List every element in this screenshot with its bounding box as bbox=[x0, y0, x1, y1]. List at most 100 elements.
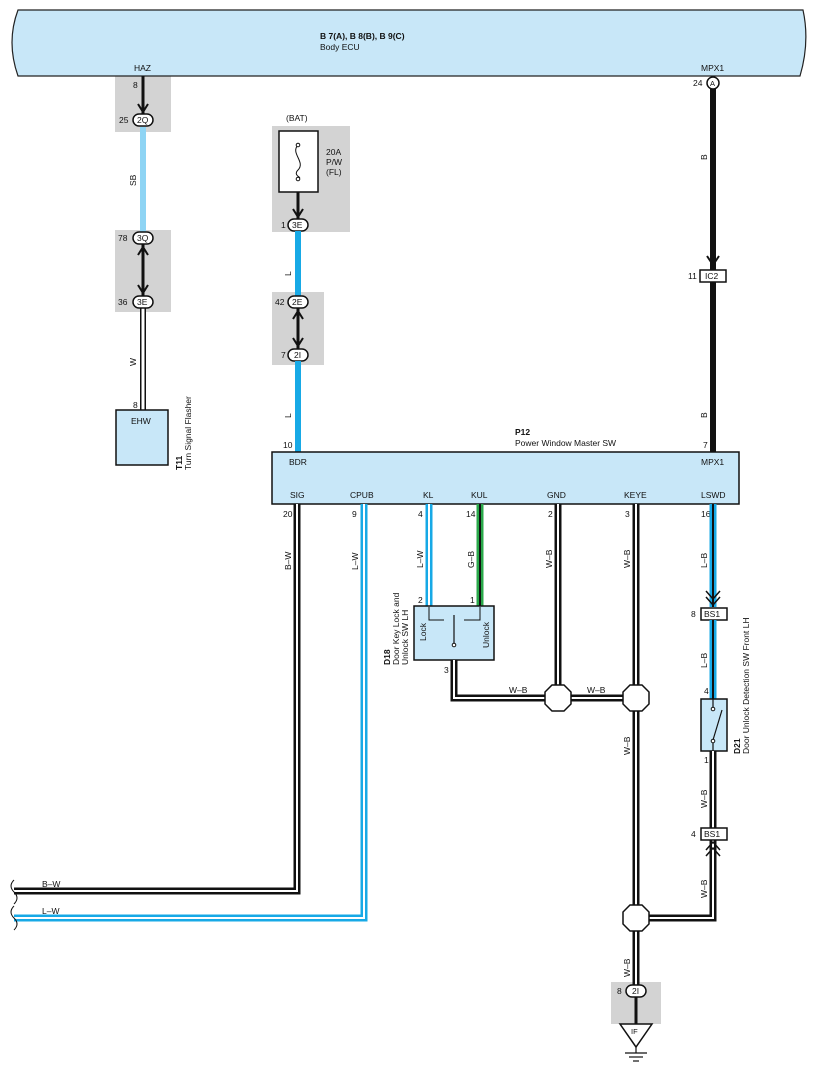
haz-circuit: 8 2Q 25 SB 3Q 78 3E 36 W 8 EHW T11 Turn … bbox=[115, 76, 193, 470]
mpx-wire1-label: B bbox=[699, 154, 709, 160]
body-ecu-name: Body ECU bbox=[320, 42, 360, 52]
detect-arrow-1 bbox=[705, 840, 721, 851]
bat-arrow bbox=[292, 208, 304, 219]
terminal-keye: KEYE bbox=[624, 490, 647, 500]
door-key-pivot bbox=[451, 642, 457, 648]
master-sw-name: Power Window Master SW bbox=[515, 438, 616, 448]
detect-arrow-2 bbox=[705, 846, 721, 857]
body-ecu-mpx1-label: MPX1 bbox=[701, 63, 724, 73]
junction-1 bbox=[544, 684, 572, 712]
flasher-box bbox=[115, 409, 169, 466]
haz-conn2 bbox=[132, 231, 154, 245]
detect-pin-bottom: 1 bbox=[704, 755, 709, 765]
bs1-conn-top-label: BS1 bbox=[704, 609, 720, 619]
master-sw-code: P12 bbox=[515, 427, 530, 437]
ground-symbol-icon bbox=[625, 1047, 647, 1062]
detect-sw-dot-bottom bbox=[710, 738, 716, 744]
bs1-conn-top-pin: 8 bbox=[691, 609, 696, 619]
bat-arrow-up bbox=[292, 309, 304, 320]
bat-conn3-pin: 7 bbox=[281, 350, 286, 360]
haz-wire2-label: W bbox=[128, 358, 138, 366]
bat-arrow-down bbox=[292, 337, 304, 348]
lswd-wire-label: L–B bbox=[699, 553, 709, 568]
fuse-name: P/W bbox=[326, 157, 342, 167]
sig-wire-label: B–W bbox=[283, 552, 293, 570]
body-ecu-haz-label: HAZ bbox=[134, 63, 151, 73]
door-key-pin-common: 3 bbox=[444, 665, 449, 675]
bat-conn1-pin: 1 bbox=[281, 220, 286, 230]
wb-d18-out-inner bbox=[453, 660, 558, 699]
detect-wire1-label: L–B bbox=[699, 653, 709, 668]
d21-return-outer bbox=[636, 840, 717, 922]
master-sw-mpx1: MPX1 bbox=[701, 457, 724, 467]
pin-keye: 3 bbox=[625, 509, 630, 519]
fuse-sub: (FL) bbox=[326, 167, 342, 177]
wave-break-bottom bbox=[10, 905, 18, 931]
detect-wire3-label: W–B bbox=[699, 879, 709, 898]
wb-d18-out-outer bbox=[450, 660, 558, 702]
bat-conn2-label: 2E bbox=[292, 297, 303, 307]
pin-kl: 4 bbox=[418, 509, 423, 519]
terminal-gnd: GND bbox=[547, 490, 566, 500]
flasher-pin: 8 bbox=[133, 400, 138, 410]
fuse-dot-bottom bbox=[295, 176, 301, 182]
terminal-kul: KUL bbox=[471, 490, 488, 500]
door-key-switch: L–W G–B 2 1 Lock Unlock D18 Door Key Loc… bbox=[382, 504, 495, 675]
master-switch: P12 Power Window Master SW BDR MPX1 SIG … bbox=[271, 427, 740, 519]
body-ecu-box bbox=[11, 9, 807, 77]
lswd-arrow-1 bbox=[705, 590, 721, 601]
door-key-lock-contact bbox=[428, 607, 444, 621]
pin-gnd: 2 bbox=[548, 509, 553, 519]
terminal-cpub: CPUB bbox=[350, 490, 374, 500]
ground-point-label: IF bbox=[631, 1027, 638, 1036]
mpx-circuit: A 24 B IC2 11 B 7 bbox=[688, 76, 727, 452]
offpage-wire1-label: B–W bbox=[42, 879, 60, 889]
wb-label-mid: W–B bbox=[587, 685, 606, 695]
door-key-pin-unlock: 1 bbox=[470, 595, 475, 605]
unlock-detect-switch: L–B BS1 8 L–B 4 D21 Door Unlock Detectio… bbox=[691, 504, 751, 898]
shade-regions bbox=[115, 76, 661, 1024]
bat-label: (BAT) bbox=[286, 113, 308, 123]
door-key-unlock-label: Unlock bbox=[481, 621, 491, 648]
detect-sw-box bbox=[700, 698, 728, 752]
kul-wire-label: G–B bbox=[466, 551, 476, 568]
mpx-sw-pin: 7 bbox=[703, 440, 708, 450]
wb-label-d18: W–B bbox=[509, 685, 528, 695]
junction-2 bbox=[622, 684, 650, 712]
haz-conn3 bbox=[132, 295, 154, 309]
wb-label-down: W–B bbox=[622, 736, 632, 755]
haz-conn3-pin: 36 bbox=[118, 297, 128, 307]
cpub-wire-outer bbox=[14, 504, 368, 922]
d21-return-inner bbox=[636, 840, 714, 919]
gnd-wire-label: W–B bbox=[544, 549, 554, 568]
fuse-dot-top bbox=[295, 142, 301, 148]
detect-wire2-label: W–B bbox=[699, 789, 709, 808]
ground-conn-pin: 8 bbox=[617, 986, 622, 996]
ground-network: W–B W–B W–B W–B W–B W–B 2I 8 IF bbox=[450, 504, 717, 1062]
cpub-wire-inner bbox=[14, 504, 365, 919]
bs1-conn-bottom bbox=[700, 827, 728, 841]
door-key-pin-lock: 2 bbox=[418, 595, 423, 605]
wave-break-top bbox=[10, 879, 18, 905]
haz-arrow-up bbox=[137, 245, 149, 256]
bs1-conn-bottom-label: BS1 bbox=[704, 829, 720, 839]
bat-wire1-label: L bbox=[283, 271, 293, 276]
flasher-code: T11 bbox=[174, 456, 184, 470]
bat-conn3-label: 2I bbox=[294, 350, 301, 360]
flasher-name: Turn Signal Flasher bbox=[183, 396, 193, 470]
haz-conn3-label: 3E bbox=[137, 297, 148, 307]
pin-sig: 20 bbox=[283, 509, 293, 519]
mpx-pin: 24 bbox=[693, 78, 703, 88]
door-key-lock-label: Lock bbox=[418, 622, 428, 641]
sig-wire-outer bbox=[14, 504, 301, 895]
terminal-sig: SIG bbox=[290, 490, 305, 500]
bat-conn1-label: 3E bbox=[292, 220, 303, 230]
detect-sw-blade bbox=[712, 709, 723, 741]
pin-cpub: 9 bbox=[352, 509, 357, 519]
kl-wire-label: L–W bbox=[415, 551, 425, 568]
terminal-lswd: LSWD bbox=[701, 490, 726, 500]
sig-wire-inner bbox=[14, 504, 298, 892]
haz-arrow-top bbox=[137, 103, 149, 114]
haz-wire1-label: SB bbox=[128, 174, 138, 186]
bat-circuit: (BAT) 20A P/W (FL) 3E 1 L 2E 42 2I 7 L 1… bbox=[275, 113, 342, 452]
